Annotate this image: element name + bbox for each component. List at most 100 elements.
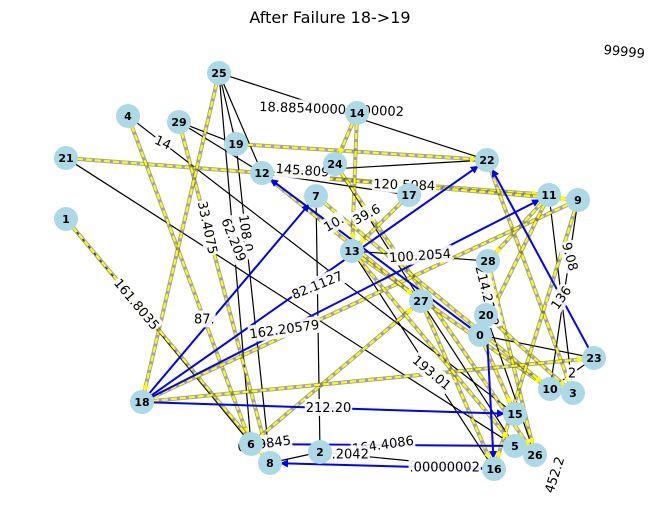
edge-label-group-3: 14: [151, 130, 175, 154]
rerouted-edge-0-12: [270, 178, 472, 330]
node-11[interactable]: [537, 183, 561, 207]
path-edge-shadow-19-22: [246, 142, 477, 162]
node-label-12: 12: [254, 167, 269, 180]
node-16[interactable]: [482, 457, 506, 481]
node-25[interactable]: [207, 61, 231, 85]
node-0[interactable]: [468, 323, 492, 347]
edge-label-bg: [387, 244, 453, 267]
edge-label: 9.08: [558, 241, 580, 273]
path-edge-7-10: [323, 202, 543, 383]
node-label-27: 27: [413, 295, 428, 308]
path-edge-14-13: [349, 123, 358, 242]
edge-label: 99999: [603, 43, 646, 62]
node-label-7: 7: [312, 190, 320, 203]
edge-label: 161.8035: [110, 276, 161, 333]
edge-label: 145.809: [275, 162, 330, 181]
edge-label-group-9: 161.8035: [109, 274, 164, 335]
edge-label-group-0: 18.885400000000002: [257, 97, 406, 121]
path-edge-9-18: [151, 203, 569, 399]
node-26[interactable]: [523, 443, 547, 467]
node-29[interactable]: [167, 110, 191, 134]
edge-label-bg: [304, 399, 353, 416]
edge-label-group-4: 99999: [601, 40, 647, 63]
node-label-21: 21: [58, 152, 73, 165]
node-label-25: 25: [211, 67, 226, 80]
path-edge-21-11: [76, 157, 540, 198]
node-14[interactable]: [345, 101, 369, 125]
edge-25-12: [222, 82, 259, 164]
node-label-18: 18: [134, 396, 149, 409]
edge-label: 1.2042: [323, 448, 369, 463]
node-label-5: 5: [511, 440, 519, 453]
edge-8-2: [280, 453, 310, 462]
node-19[interactable]: [224, 132, 248, 156]
node-12[interactable]: [250, 161, 274, 185]
path-edge-13-5: [358, 258, 509, 439]
graph-title: After Failure 18->19: [249, 8, 411, 27]
edge-label: .00000002: [410, 461, 480, 476]
edge-label-bg: [247, 315, 322, 343]
node-24[interactable]: [323, 152, 347, 176]
node-27[interactable]: [409, 289, 433, 313]
node-3[interactable]: [561, 381, 585, 405]
edge-label-bg: [274, 159, 331, 181]
node-label-24: 24: [327, 158, 343, 171]
node-label-3: 3: [569, 387, 577, 400]
edge-27-5: [426, 309, 510, 438]
path-edge-14-24: [338, 122, 354, 155]
path-edge-22-3: [489, 169, 571, 384]
node-10[interactable]: [538, 377, 562, 401]
node-label-29: 29: [171, 116, 186, 129]
node-label-28: 28: [480, 255, 495, 268]
edge-29-12: [188, 127, 253, 168]
node-23[interactable]: [582, 346, 606, 370]
edge-label-group-13: 212.20: [304, 399, 353, 416]
edge-label-group-8: 33.4075: [193, 198, 222, 257]
edge-label-group-22: 9.08: [557, 239, 583, 274]
node-label-14: 14: [349, 107, 365, 120]
edge-label-bg: [319, 210, 348, 237]
node-4[interactable]: [116, 104, 140, 128]
edge-label-group-25: 10.: [319, 210, 348, 237]
edge-label-bg: [546, 281, 576, 314]
node-2[interactable]: [308, 440, 332, 464]
path-edge-25-18: [142, 83, 218, 393]
node-9[interactable]: [566, 188, 590, 212]
node-13[interactable]: [340, 239, 364, 263]
edge-label-bg: [348, 199, 385, 230]
node-22[interactable]: [475, 148, 499, 172]
edge-label-bg: [288, 266, 347, 304]
node-20[interactable]: [474, 303, 498, 327]
node-label-11: 11: [541, 189, 556, 202]
edge-label-bg: [408, 458, 481, 476]
node-28[interactable]: [476, 249, 500, 273]
edge-label-bg: [109, 274, 164, 335]
node-5[interactable]: [503, 434, 527, 458]
edge-label-bg: [322, 445, 370, 463]
edge-label: 87.: [194, 312, 215, 327]
node-6[interactable]: [239, 432, 263, 456]
edge-label: 2: [568, 367, 576, 382]
edge-label-group-1: 145.809: [274, 159, 331, 181]
node-15[interactable]: [503, 402, 527, 426]
edge-label-group-23: 2: [566, 364, 578, 382]
edge-label: 14: [152, 133, 173, 153]
node-17[interactable]: [397, 183, 421, 207]
edge-label-bg: [151, 130, 175, 154]
edge-label-group-17: 1.2042: [322, 445, 370, 463]
node-1[interactable]: [54, 207, 78, 231]
path-edge-18-23: [152, 356, 585, 403]
edge-label-bg: [192, 310, 216, 328]
node-7[interactable]: [304, 184, 328, 208]
node-label-23: 23: [586, 352, 601, 365]
node-label-1: 1: [62, 213, 70, 226]
node-label-8: 8: [266, 457, 274, 470]
node-label-6: 6: [247, 438, 255, 451]
edge-21-5: [74, 163, 507, 441]
node-8[interactable]: [258, 451, 282, 475]
node-18[interactable]: [130, 390, 154, 414]
edge-label: 212.20: [306, 401, 352, 416]
node-21[interactable]: [54, 146, 78, 170]
